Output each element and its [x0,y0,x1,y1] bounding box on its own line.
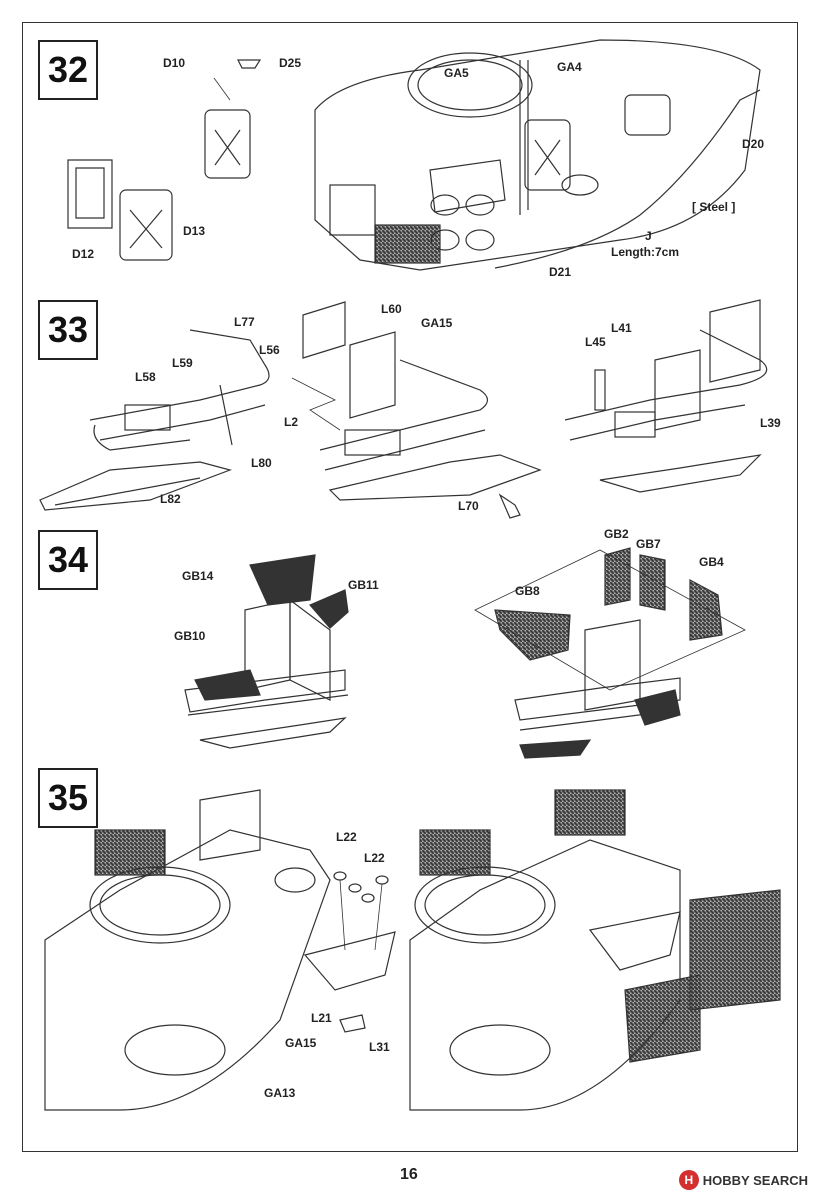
part-label-d20: D20 [742,137,765,151]
panel-gb8 [494,609,571,661]
part-label-l80: L80 [251,456,272,470]
part-label-l2: L2 [284,415,299,429]
length-note: Length:7cm [611,245,680,259]
part-label-j: J [645,229,652,243]
jerry-can-d13-top [204,109,251,179]
part-label-gb7: GB7 [636,537,661,551]
step-number-34: 34 [38,530,98,590]
part-label-ga4: GA4 [557,60,582,74]
panel-gb2 [604,547,631,606]
panel-gb14 [249,554,316,606]
frame-l60-rail [319,359,489,451]
panel-gb7 [639,554,666,611]
part-label-l22-a: L22 [336,830,357,844]
step-number-35: 35 [38,768,98,828]
part-label-ga15-33: GA15 [421,316,453,330]
part-label-l77: L77 [234,315,255,329]
hull-rear [314,39,761,271]
part-label-d12: D12 [72,247,95,261]
part-label-l41: L41 [611,321,632,335]
jerry-can-d13 [119,189,173,261]
part-label-l59: L59 [172,356,193,370]
tow-cable [494,89,761,269]
part-label-d21: D21 [549,265,572,279]
part-label-l60: L60 [381,302,402,316]
watermark-text: HOBBY SEARCH [702,1172,808,1188]
part-label-gb11: GB11 [348,578,379,592]
frame-l39-rail [564,329,768,421]
part-label-l22-b: L22 [364,851,385,865]
part-label-l58: L58 [135,370,156,384]
part-label-gb14: GB14 [182,569,214,583]
frame-l77 [89,329,270,421]
bracket-l21 [303,931,396,991]
part-label-d25: D25 [279,56,302,70]
part-label-gb2: GB2 [604,527,629,541]
part-label-l82: L82 [160,492,181,506]
step-33-drawing [39,299,768,519]
step-32-drawing [67,39,761,271]
page-number: 16 [400,1166,418,1183]
step-number-33: 33 [38,300,98,360]
mesh-basket [374,224,441,264]
basket-mounted [689,889,781,1011]
part-label-gb10: GB10 [174,629,206,643]
part-label-ga13: GA13 [264,1086,296,1100]
step-number-32: 32 [38,40,98,100]
part-label-gb4: GB4 [699,555,724,569]
part-label-l45: L45 [585,335,606,349]
part-label-d10: D10 [163,56,186,70]
part-label-l21: L21 [311,1011,332,1025]
part-label-l39: L39 [760,416,781,430]
part-label-l70: L70 [458,499,479,513]
part-label-d13: D13 [183,224,206,238]
floor-l82 [39,461,232,511]
panel-gb4 [689,578,723,641]
page-frame [22,22,798,1152]
hobby-search-logo-icon: H [678,1170,699,1190]
part-label-ga5: GA5 [444,66,469,80]
watermark: H HOBBY SEARCH [678,1170,808,1190]
part-label-l31: L31 [369,1040,390,1054]
material-note-steel: [ Steel ] [692,200,736,214]
part-label-l56: L56 [259,343,280,357]
hull-top-right [409,839,681,1111]
panel-gb11 [309,589,349,629]
hull-top-left [44,829,331,1111]
hatch-ring-left [89,866,231,944]
hatch-ring [407,52,533,118]
part-label-ga15-35: GA15 [285,1036,317,1050]
can-bracket-d12 [67,159,113,229]
step-34-drawing [184,547,746,759]
part-label-gb8: GB8 [515,584,540,598]
step-35-drawing [44,789,781,1111]
